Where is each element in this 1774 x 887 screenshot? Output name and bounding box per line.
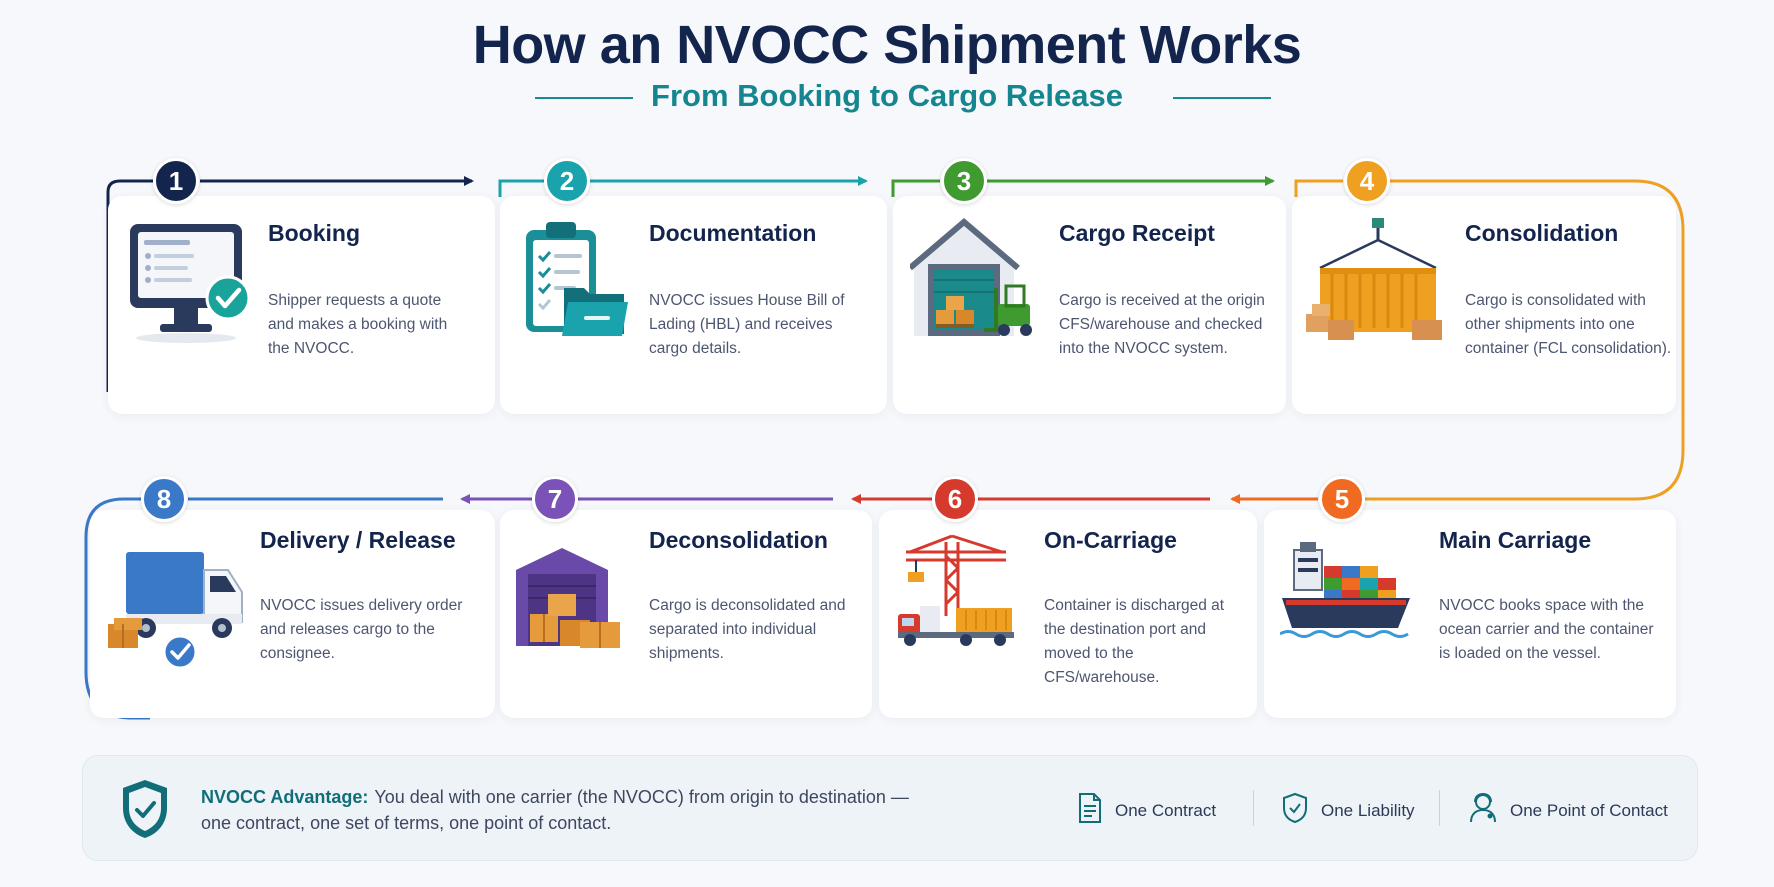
connector-3	[891, 181, 1273, 197]
container-hoist-icon	[1300, 214, 1450, 354]
page-subtitle: From Booking to Cargo Release	[651, 78, 1123, 113]
step-desc-4: Cargo is consolidated with other shipmen…	[1465, 292, 1672, 357]
document-icon	[1077, 792, 1103, 829]
warehouse-forklift-icon	[908, 218, 1045, 348]
step-number-6: 6	[932, 476, 978, 522]
clipboard-folder-icon	[522, 218, 632, 348]
step-number-4: 4	[1344, 158, 1390, 204]
step-number-3: 3	[941, 158, 987, 204]
connector-1	[106, 181, 472, 392]
feature-divider	[1439, 790, 1440, 826]
feature-one-point-of-contact: One Point of Contact	[1468, 792, 1668, 829]
feature-one-liability: One Liability	[1281, 792, 1415, 829]
step-desc-1: Shipper requests a quote and makes a boo…	[268, 292, 448, 357]
step-number-1: 1	[153, 158, 199, 204]
step-title-2: Documentation	[649, 220, 817, 246]
page-title: How an NVOCC Shipment Works	[472, 15, 1302, 75]
step-number-5: 5	[1319, 476, 1365, 522]
step-title-1: Booking	[268, 220, 360, 246]
computer-check-icon	[126, 220, 256, 350]
subtitle-right-rule	[1173, 97, 1271, 99]
shield-icon	[1281, 792, 1309, 829]
step-card-6	[879, 510, 1257, 718]
step-number-8: 8	[141, 476, 187, 522]
step-title-6: On-Carriage	[1044, 527, 1177, 553]
connector-2	[498, 181, 866, 197]
warehouse-boxes-icon	[512, 546, 627, 661]
feature-label: One Liability	[1321, 800, 1415, 820]
step-desc-6: Container is discharged at the destinati…	[1044, 597, 1225, 686]
step-desc-5: NVOCC books space with the ocean carrier…	[1439, 597, 1654, 662]
step-title-5: Main Carriage	[1439, 527, 1592, 553]
step-title-3: Cargo Receipt	[1059, 220, 1215, 246]
step-title-4: Consolidation	[1465, 220, 1619, 246]
step-desc-8: NVOCC issues delivery order and releases…	[260, 597, 463, 662]
subtitle-left-rule	[535, 97, 633, 99]
person-headset-icon	[1468, 792, 1498, 829]
step-title-7: Deconsolidation	[649, 527, 828, 553]
feature-one-contract: One Contract	[1077, 792, 1216, 829]
step-desc-2: NVOCC issues House Bill of Lading (HBL) …	[649, 292, 845, 357]
feature-divider	[1253, 790, 1254, 826]
advantage-text: You deal with one carrier (the NVOCC) fr…	[201, 787, 909, 833]
connector-4	[1294, 179, 1685, 501]
step-number-7: 7	[532, 476, 578, 522]
feature-label: One Point of Contact	[1510, 800, 1668, 820]
delivery-truck-icon	[106, 548, 246, 678]
step-number-2: 2	[544, 158, 590, 204]
cargo-ship-icon	[1279, 538, 1415, 653]
feature-label: One Contract	[1115, 800, 1217, 820]
step-title-8: Delivery / Release	[260, 527, 456, 553]
subtitle-row: From Booking to Cargo Release	[0, 78, 1774, 118]
step-desc-3: Cargo is received at the origin CFS/ware…	[1059, 292, 1265, 357]
advantage-label: NVOCC Advantage:	[201, 787, 369, 807]
advantage-text-block: NVOCC Advantage:You deal with one carrie…	[201, 784, 921, 836]
crane-truck-icon	[896, 532, 1021, 657]
step-desc-7: Cargo is deconsolidated and separated in…	[649, 597, 846, 662]
shield-check-icon	[119, 778, 171, 845]
advantage-bar: NVOCC Advantage:You deal with one carrie…	[82, 755, 1698, 861]
